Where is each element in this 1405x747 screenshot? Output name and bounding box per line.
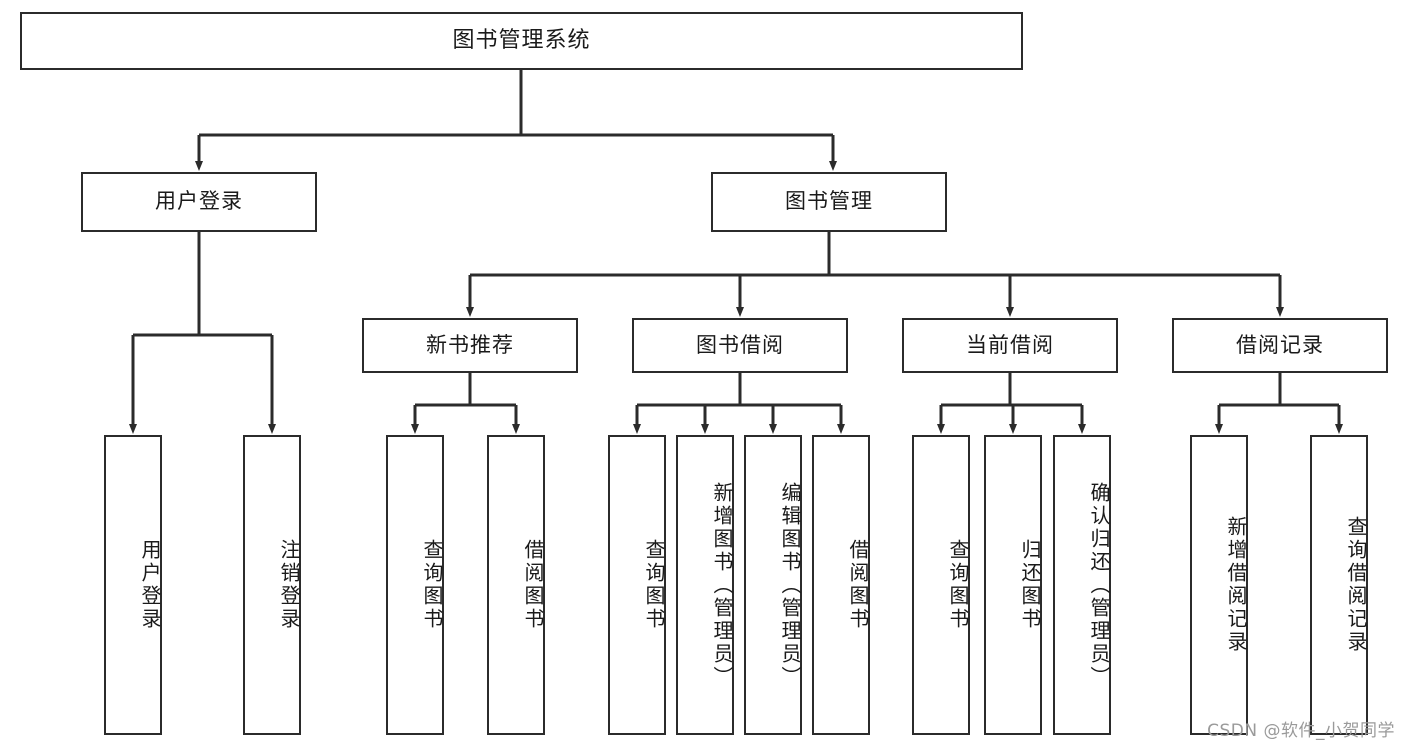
node-leaf-3-label: 借阅图书 xyxy=(521,539,545,631)
node-level1-1-label: 图书管理 xyxy=(785,189,873,214)
node-root-label: 图书管理系统 xyxy=(452,27,591,53)
node-leaf-6[interactable]: 编辑图书（管理员） xyxy=(744,435,802,735)
node-leaf-7[interactable]: 借阅图书 xyxy=(812,435,870,735)
node-leaf-12-label: 查询借阅记录 xyxy=(1344,516,1368,654)
node-leaf-10[interactable]: 确认归还（管理员） xyxy=(1053,435,1111,735)
watermark: CSDN @软件_小贺同学 xyxy=(1207,721,1395,741)
node-leaf-2-label: 查询图书 xyxy=(420,539,444,631)
node-leaf-0-label: 用户登录 xyxy=(138,539,162,631)
node-level2-0[interactable]: 新书推荐 xyxy=(362,318,578,373)
node-level1-0[interactable]: 用户登录 xyxy=(81,172,317,232)
node-level2-1-label: 图书借阅 xyxy=(696,332,784,357)
node-level2-3-label: 借阅记录 xyxy=(1236,332,1324,357)
node-level1-0-label: 用户登录 xyxy=(155,189,243,214)
node-root[interactable]: 图书管理系统 xyxy=(20,12,1023,70)
node-leaf-2[interactable]: 查询图书 xyxy=(386,435,444,735)
node-leaf-8[interactable]: 查询图书 xyxy=(912,435,970,735)
node-leaf-9[interactable]: 归还图书 xyxy=(984,435,1042,735)
node-leaf-0[interactable]: 用户登录 xyxy=(104,435,162,735)
node-leaf-7-label: 借阅图书 xyxy=(846,539,870,631)
node-leaf-11[interactable]: 新增借阅记录 xyxy=(1190,435,1248,735)
node-leaf-8-label: 查询图书 xyxy=(946,539,970,631)
node-leaf-1-label: 注销登录 xyxy=(277,539,301,631)
node-level2-3[interactable]: 借阅记录 xyxy=(1172,318,1388,373)
node-leaf-5-label: 新增图书（管理员） xyxy=(710,481,734,689)
node-leaf-1[interactable]: 注销登录 xyxy=(243,435,301,735)
node-level2-1[interactable]: 图书借阅 xyxy=(632,318,848,373)
node-leaf-5[interactable]: 新增图书（管理员） xyxy=(676,435,734,735)
node-level1-1[interactable]: 图书管理 xyxy=(711,172,947,232)
node-level2-2-label: 当前借阅 xyxy=(966,332,1054,357)
node-leaf-10-label: 确认归还（管理员） xyxy=(1087,481,1111,689)
node-leaf-9-label: 归还图书 xyxy=(1018,539,1042,631)
node-leaf-6-label: 编辑图书（管理员） xyxy=(778,481,802,689)
node-level2-0-label: 新书推荐 xyxy=(426,332,514,357)
node-leaf-3[interactable]: 借阅图书 xyxy=(487,435,545,735)
node-leaf-12[interactable]: 查询借阅记录 xyxy=(1310,435,1368,735)
node-leaf-11-label: 新增借阅记录 xyxy=(1224,516,1248,654)
node-leaf-4-label: 查询图书 xyxy=(642,539,666,631)
node-leaf-4[interactable]: 查询图书 xyxy=(608,435,666,735)
node-level2-2[interactable]: 当前借阅 xyxy=(902,318,1118,373)
